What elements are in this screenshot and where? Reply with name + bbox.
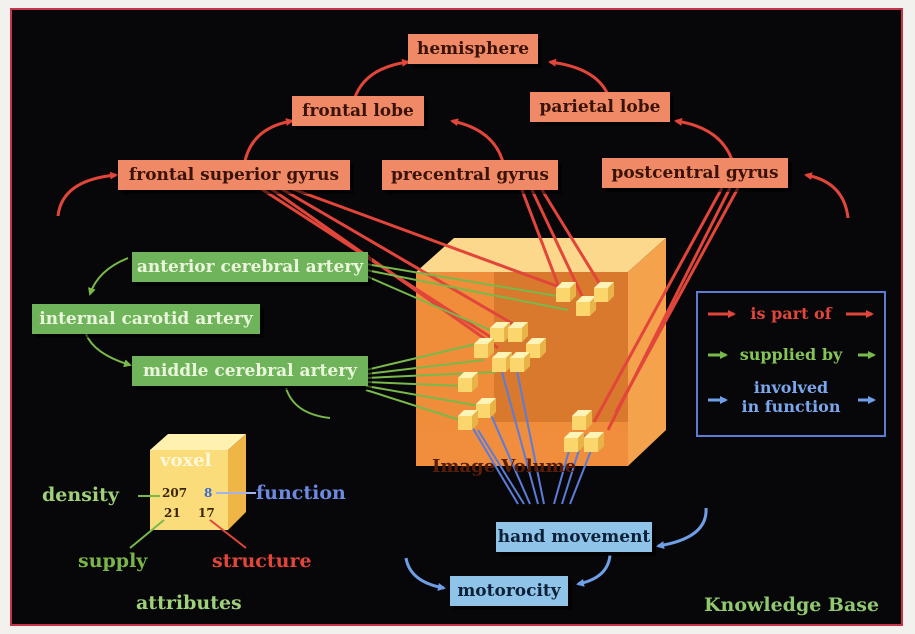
node-frontal-lobe: frontal lobe bbox=[292, 96, 424, 126]
voxel-title: voxel bbox=[160, 450, 212, 471]
node-internal-carotid-artery: internal carotid artery bbox=[32, 304, 260, 334]
voxel-cube bbox=[150, 434, 246, 530]
node-motorocity: motorocity bbox=[450, 576, 568, 606]
node-postcentral-gyrus: postcentral gyrus bbox=[602, 158, 788, 188]
function-label: function bbox=[256, 482, 346, 504]
supply-label: supply bbox=[78, 550, 148, 572]
node-hand-movement: hand movement bbox=[496, 522, 652, 552]
voxel-density-value: 207 bbox=[162, 486, 188, 500]
legend-is-part-of: is part of bbox=[750, 304, 832, 323]
image-volume-label: Image Volume bbox=[432, 456, 577, 477]
legend-box: is part of supplied by involved in funct… bbox=[696, 291, 886, 437]
density-label: density bbox=[42, 484, 119, 506]
legend-involved-line2: in function bbox=[741, 397, 841, 416]
structure-label: structure bbox=[212, 550, 312, 572]
diagram-canvas bbox=[56, 58, 876, 591]
node-hemisphere: hemisphere bbox=[408, 34, 538, 64]
node-anterior-cerebral-artery: anterior cerebral artery bbox=[132, 252, 368, 282]
node-frontal-superior-gyrus: frontal superior gyrus bbox=[118, 160, 350, 190]
voxel-structure-value: 17 bbox=[198, 506, 215, 520]
legend-supplied-by: supplied by bbox=[739, 345, 843, 364]
node-precentral-gyrus: precentral gyrus bbox=[382, 160, 558, 190]
node-parietal-lobe: parietal lobe bbox=[530, 92, 670, 122]
voxel-function-value: 8 bbox=[204, 486, 213, 500]
voxel-supply-value: 21 bbox=[164, 506, 181, 520]
node-middle-cerebral-artery: middle cerebral artery bbox=[132, 356, 368, 386]
legend-involved-line1: involved bbox=[753, 378, 829, 397]
knowledge-base-label: Knowledge Base bbox=[704, 594, 880, 616]
diagram-frame: hemisphere frontal lobe parietal lobe fr… bbox=[10, 8, 903, 626]
attributes-label: attributes bbox=[136, 592, 242, 614]
